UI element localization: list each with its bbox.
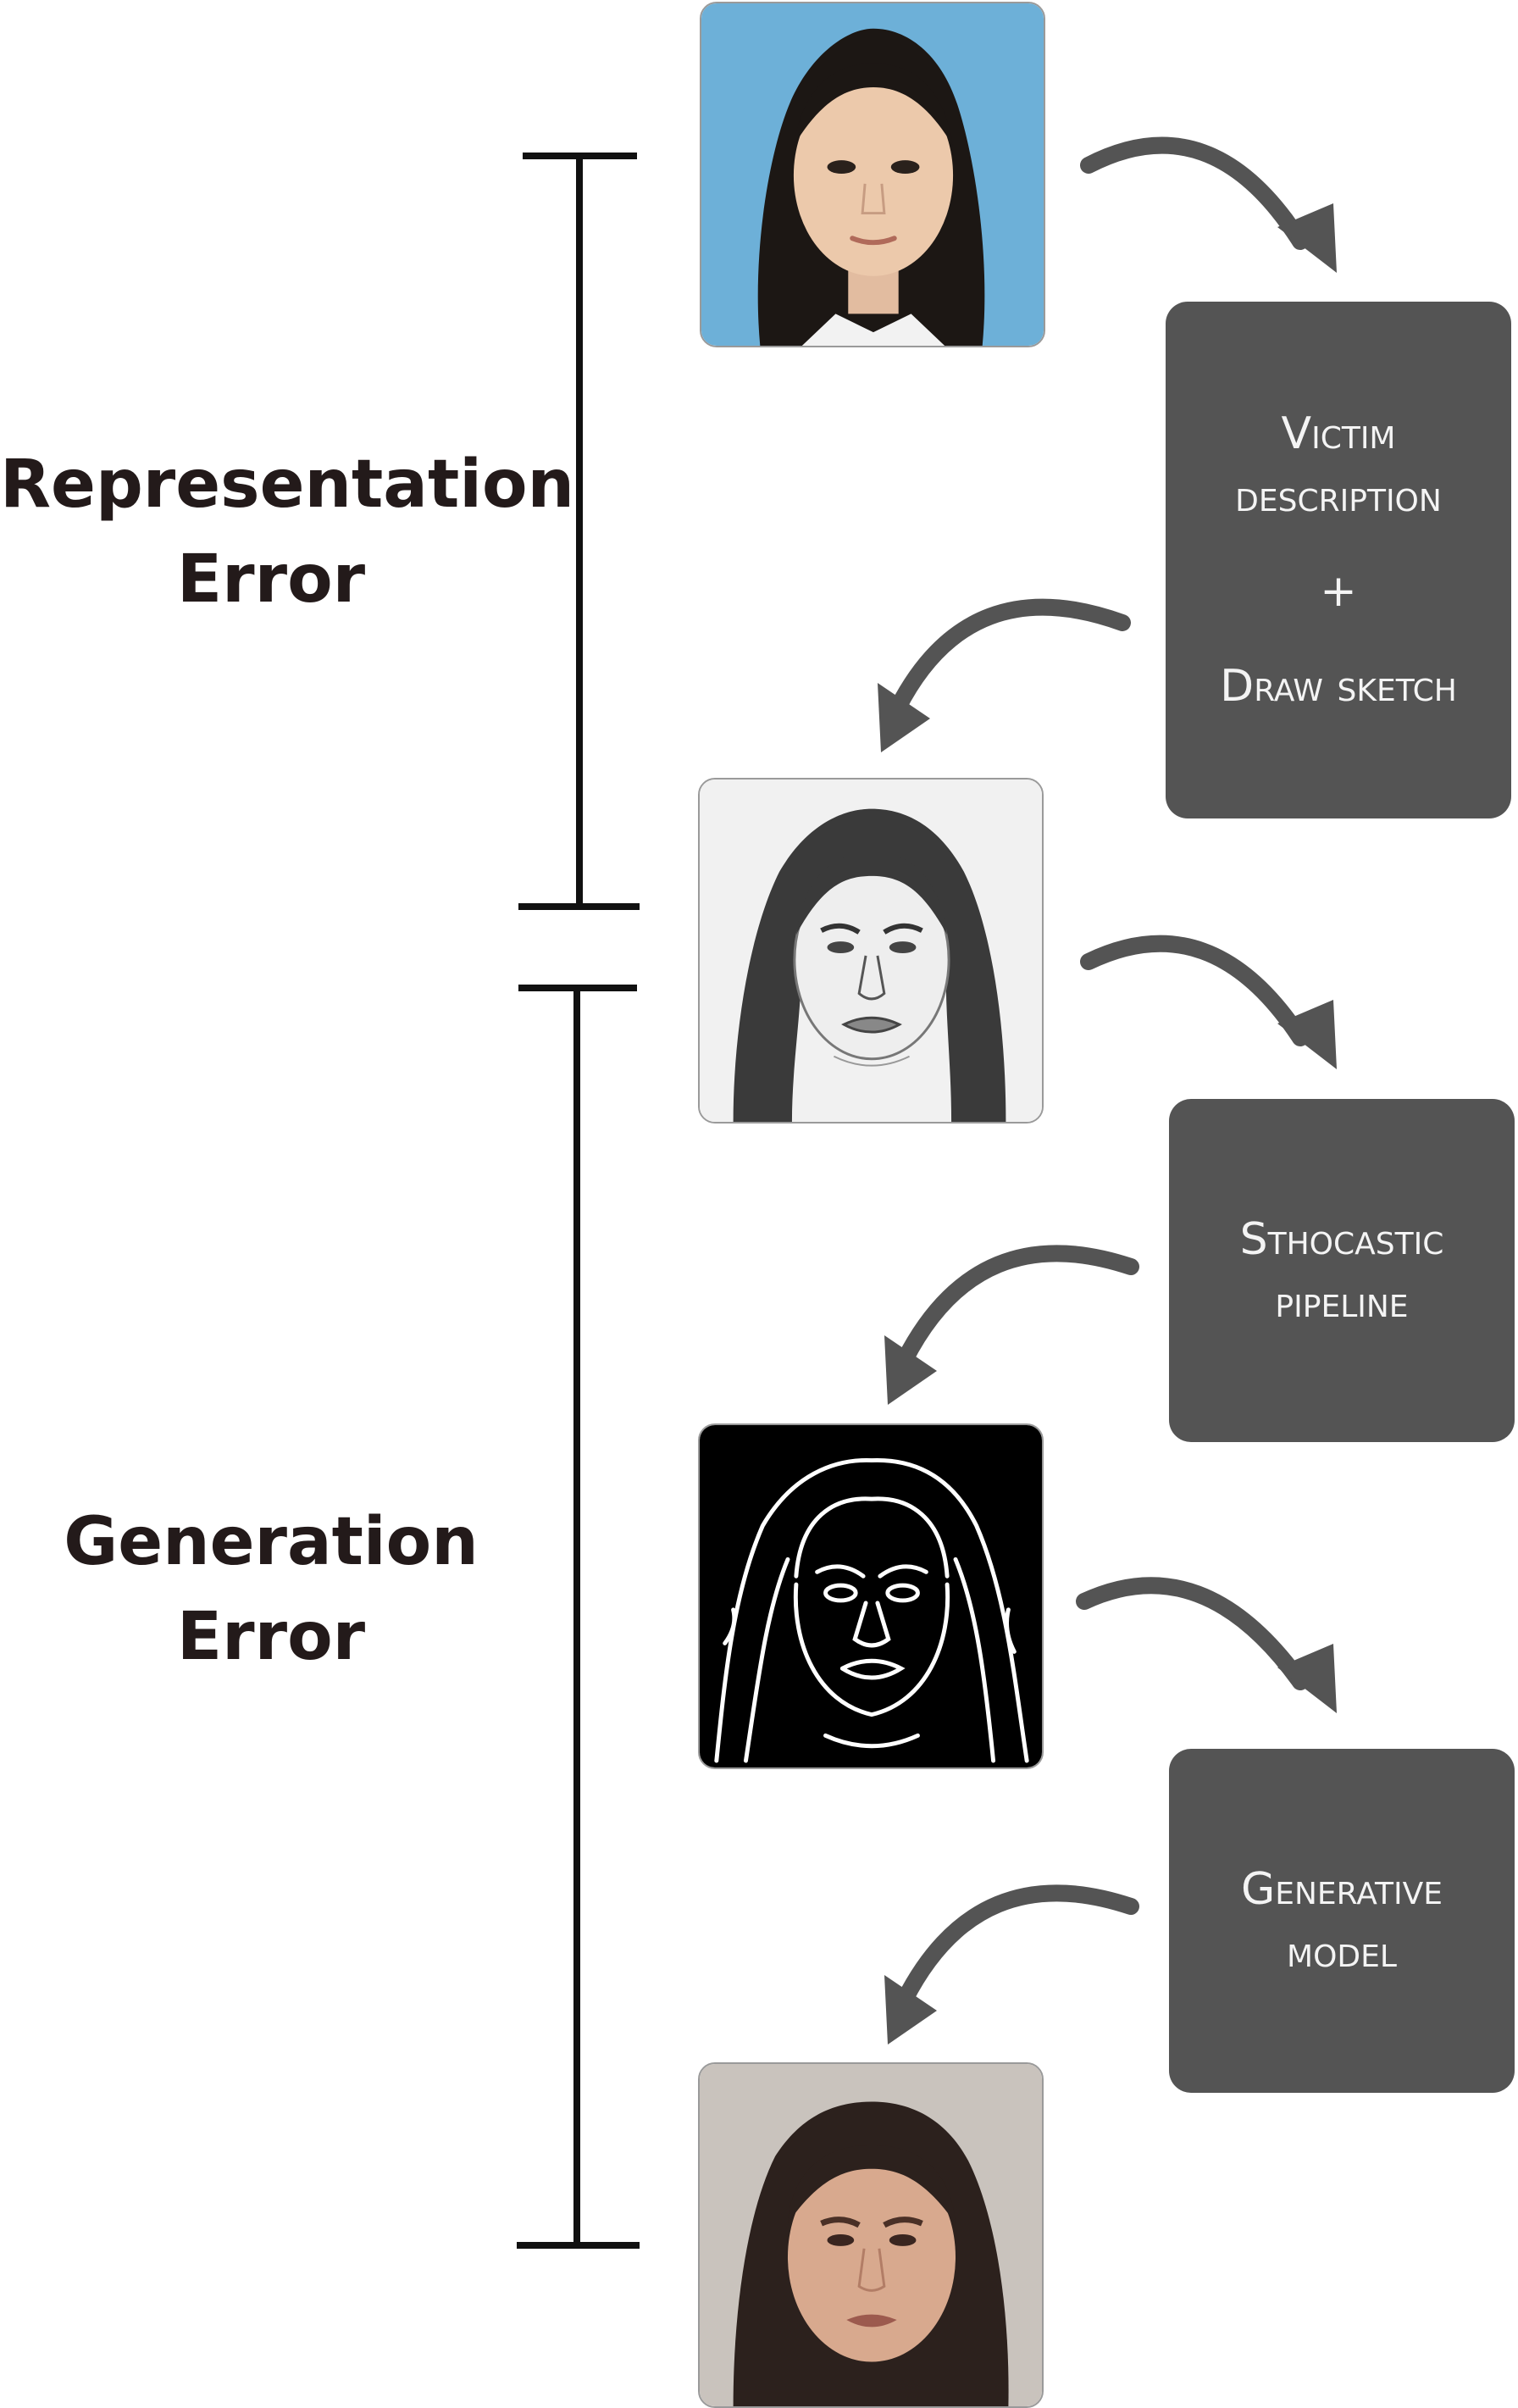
victim-photo-image	[700, 2, 1045, 347]
arrowhead-5	[1277, 1644, 1337, 1713]
representation-error-label: Representation Error	[0, 437, 575, 627]
generated-face-drawing	[700, 2064, 1042, 2406]
generation-label-line-2: Error	[176, 1599, 366, 1675]
step-box-stochastic-pipeline: Sthocastic pipeline	[1169, 1099, 1515, 1442]
arrowhead-2	[878, 683, 930, 752]
step-box-generative-model: Generative model	[1169, 1749, 1515, 2093]
arrowhead-1	[1277, 203, 1337, 273]
arrow-to-victim-description	[1080, 136, 1309, 250]
forensic-sketch-drawing	[700, 780, 1042, 1122]
arrow-to-sketch	[889, 598, 1131, 716]
arrowhead-3	[1277, 1000, 1337, 1069]
step-1-line-3: Draw sketch	[1220, 661, 1457, 712]
generation-error-bracket	[517, 985, 640, 2249]
step-2-line-2: pipeline	[1275, 1276, 1409, 1328]
step-1-plus: +	[1320, 566, 1357, 617]
arrow-to-generated-face	[896, 1884, 1139, 2008]
representation-label-line-1: Representation	[0, 447, 575, 523]
step-3-line-1: Generative	[1240, 1864, 1443, 1915]
generated-face-image	[698, 2062, 1044, 2408]
generation-label-line-1: Generation	[64, 1504, 479, 1580]
arrow-to-stochastic-pipeline	[1080, 935, 1309, 1046]
arrowhead-4	[884, 1335, 937, 1405]
representation-label-line-2: Error	[176, 541, 366, 618]
step-1-line-1: Victim	[1281, 408, 1396, 459]
arrow-to-generative-model	[1076, 1577, 1309, 1690]
step-3-line-2: model	[1287, 1927, 1397, 1978]
generation-error-label: Generation Error	[0, 1495, 542, 1684]
step-box-victim-description: Victim description + Draw sketch	[1166, 302, 1511, 818]
edge-map-drawing	[700, 1425, 1042, 1767]
step-2-line-1: Sthocastic	[1239, 1213, 1444, 1265]
victim-photo-drawing	[701, 3, 1044, 346]
edge-map-image	[698, 1423, 1044, 1769]
arrowhead-6	[884, 1975, 937, 2045]
arrow-to-edge-map	[896, 1245, 1139, 1368]
representation-error-bracket	[518, 153, 640, 910]
step-1-line-2: description	[1235, 471, 1442, 522]
forensic-sketch-image	[698, 778, 1044, 1124]
